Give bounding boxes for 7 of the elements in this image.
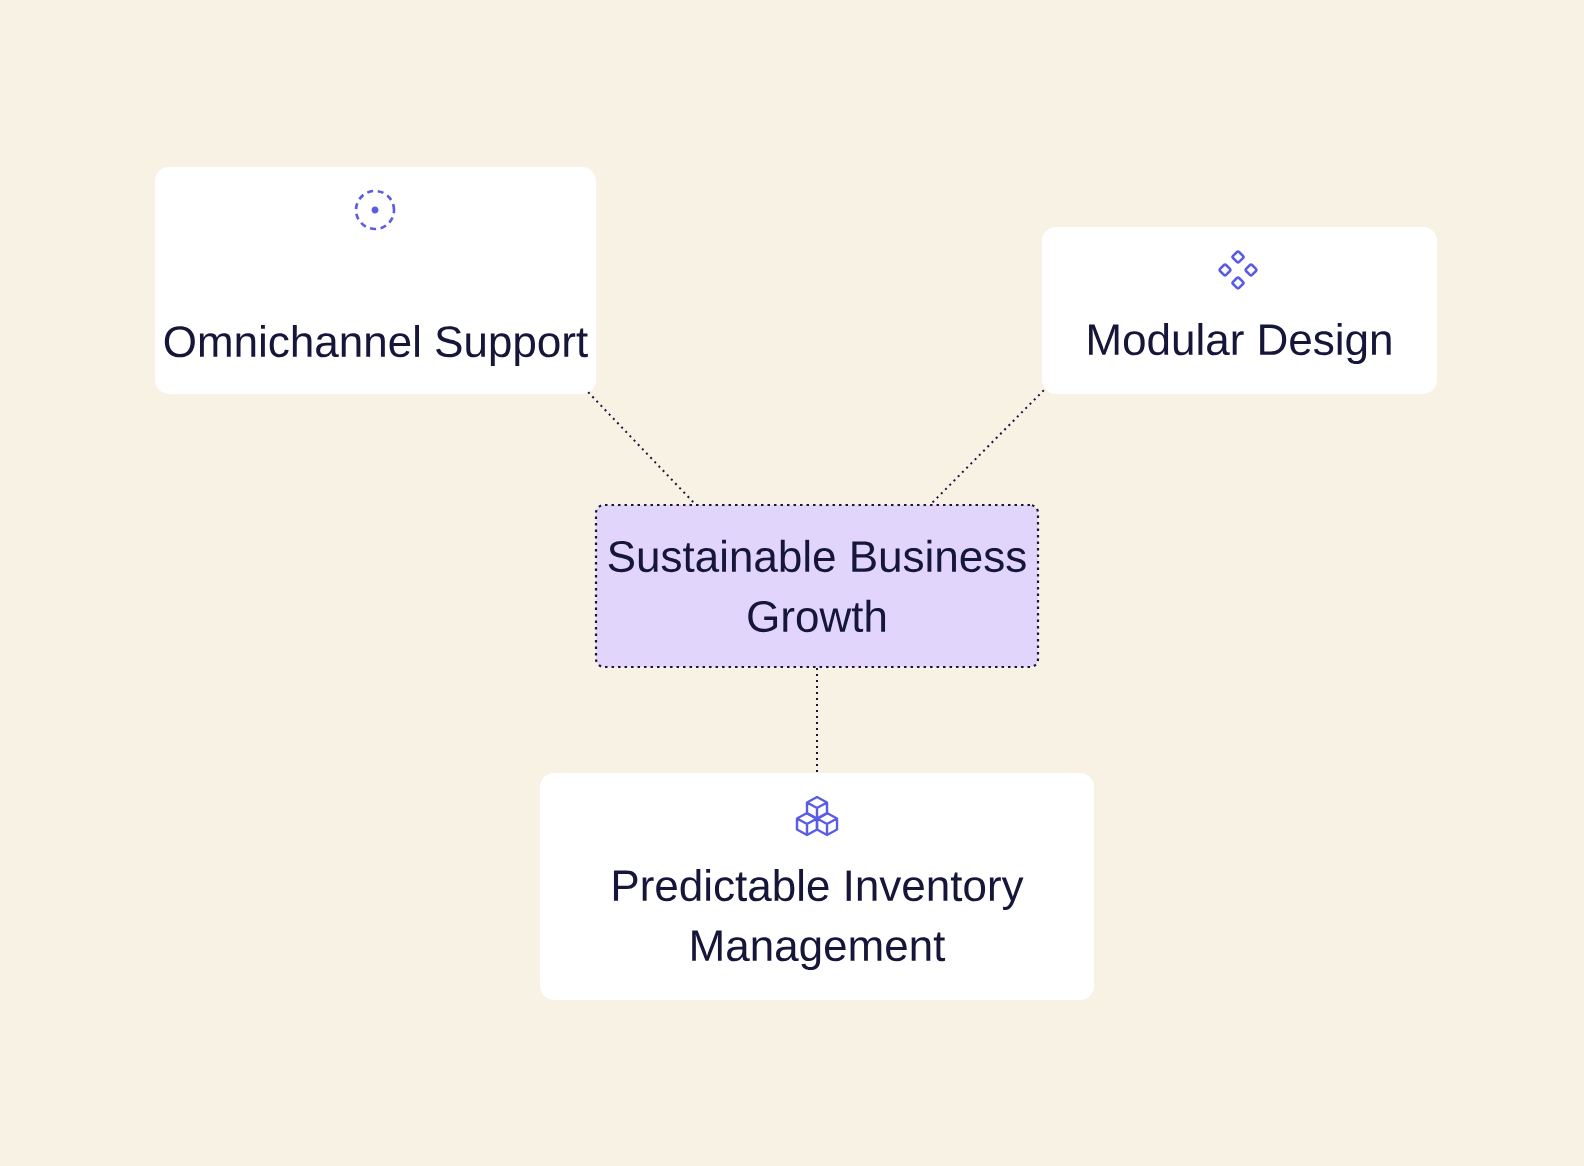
connector-line <box>816 667 818 774</box>
topic-card: Omnichannel Support <box>155 167 596 394</box>
connector-line <box>587 391 696 505</box>
topic-card: Predictable Inventory Management <box>540 773 1094 1000</box>
topic-card: Modular Design <box>1042 227 1437 394</box>
connector-line <box>930 389 1045 505</box>
central-box: Sustainable Business Growth <box>594 503 1040 669</box>
